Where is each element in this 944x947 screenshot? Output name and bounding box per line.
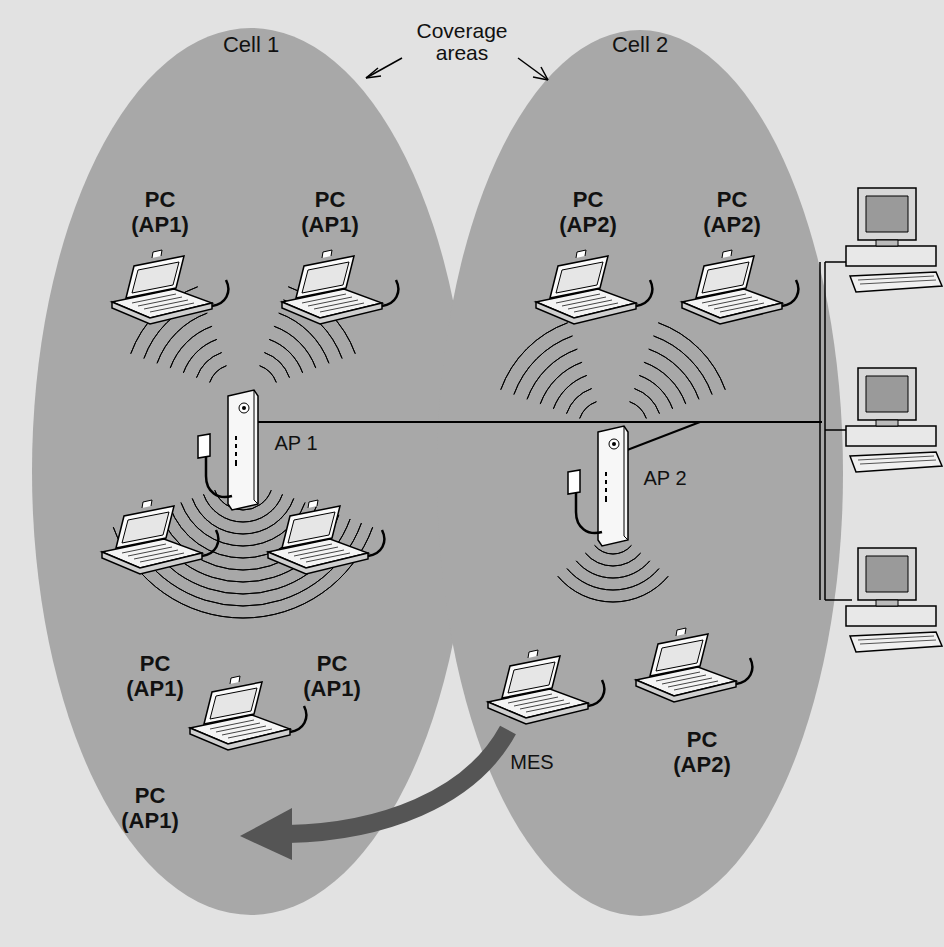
- cell-name: Cell 1: [32, 32, 470, 58]
- access-point-label: AP 2: [644, 467, 687, 490]
- station-label: PC (AP1): [301, 187, 358, 238]
- mobile-station-label: MES: [510, 751, 553, 774]
- station-label: PC (AP1): [121, 783, 178, 834]
- coverage-caption: Coverage areas: [416, 20, 507, 64]
- station-label: PC (AP2): [703, 187, 760, 238]
- station-label: PC (AP1): [303, 651, 360, 702]
- station-label: PC (AP1): [126, 651, 183, 702]
- station-label: PC (AP1): [131, 187, 188, 238]
- access-point-label: AP 1: [275, 432, 318, 455]
- station-label: PC (AP2): [673, 727, 730, 778]
- station-label: PC (AP2): [559, 187, 616, 238]
- cell-ellipse: [437, 30, 843, 916]
- coverage-cell: Cell 2: [437, 30, 843, 916]
